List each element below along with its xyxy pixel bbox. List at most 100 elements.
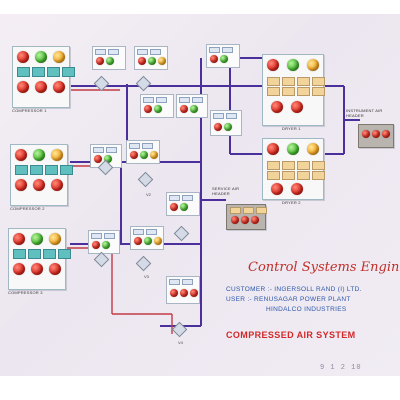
valve-label: V4	[178, 340, 183, 345]
red-lamp	[231, 216, 239, 224]
red-lamp	[241, 216, 249, 224]
valve-status-box	[92, 46, 126, 70]
amber-lamp	[307, 59, 319, 71]
compressor-3-panel	[8, 228, 71, 290]
user-line: USER :- RENUSAGAR POWER PLANT	[226, 296, 351, 303]
green-lamp	[102, 241, 110, 249]
date-stamp: 9 1 2 10	[320, 364, 362, 372]
instrument-air-status-box	[358, 124, 394, 148]
red-lamp	[190, 289, 198, 297]
compressor-3-label: COMPRESSOR 3	[8, 290, 43, 295]
valve-label: V2	[146, 192, 151, 197]
red-lamp	[138, 57, 146, 65]
valve-status-box	[176, 94, 208, 118]
red-lamp	[210, 55, 218, 63]
red-lamp	[144, 105, 152, 113]
amber-lamp	[307, 143, 319, 155]
dryer-2-panel	[262, 138, 325, 200]
service-air-header-label: SERVICE AIR HEADER	[212, 186, 240, 196]
mimic-panel: COMPRESSOR 1 COMPRESSOR 2 COMPRESSOR 3	[0, 14, 400, 376]
compressor-2-panel	[10, 144, 73, 206]
indicator-row	[267, 77, 325, 86]
green-lamp	[148, 57, 156, 65]
display-row	[13, 249, 71, 259]
red-lamp	[291, 183, 303, 195]
red-lamp	[362, 130, 370, 138]
green-lamp	[35, 51, 47, 63]
indicator-row	[230, 207, 267, 214]
red-lamp	[180, 105, 188, 113]
dryer-1-label: DRYER 1	[282, 126, 301, 131]
red-lamp	[96, 57, 104, 65]
amber-lamp	[53, 51, 65, 63]
valve-status-box	[140, 94, 174, 118]
instrument-air-header-label: INSTRUMENT AIR HEADER	[346, 108, 383, 118]
red-lamp	[214, 123, 222, 131]
red-lamp	[267, 59, 279, 71]
compressor-2-label: COMPRESSOR 2	[10, 206, 45, 211]
red-lamp	[170, 203, 178, 211]
red-lamp	[271, 183, 283, 195]
system-title: COMPRESSED AIR SYSTEM	[226, 330, 356, 340]
amber-lamp	[51, 149, 63, 161]
green-lamp	[31, 233, 43, 245]
customer-line: CUSTOMER :- INGERSOLL RAND (I) LTD.	[226, 286, 362, 293]
red-lamp	[33, 179, 45, 191]
green-lamp	[140, 151, 148, 159]
green-lamp	[104, 155, 112, 163]
red-lamp	[134, 237, 142, 245]
red-lamp	[35, 81, 47, 93]
amber-lamp	[154, 237, 162, 245]
green-lamp	[180, 203, 188, 211]
valve-status-box	[134, 46, 168, 70]
green-lamp	[220, 55, 228, 63]
red-lamp	[17, 81, 29, 93]
red-lamp	[13, 233, 25, 245]
valve-status-box	[210, 110, 242, 136]
display-row	[15, 165, 73, 175]
green-lamp	[287, 143, 299, 155]
red-lamp	[130, 151, 138, 159]
red-lamp	[180, 289, 188, 297]
dryer-1-panel	[262, 54, 325, 126]
red-lamp	[372, 130, 380, 138]
red-lamp	[17, 51, 29, 63]
compressor-1-label: COMPRESSOR 1	[12, 108, 47, 113]
red-lamp	[251, 216, 259, 224]
service-air-status-box	[226, 204, 267, 230]
valve-status-box	[166, 276, 200, 304]
valve-status-box	[88, 230, 120, 254]
green-lamp	[190, 105, 198, 113]
user-line-2: HINDALCO INDUSTRIES	[266, 306, 347, 313]
valve-status-box	[130, 226, 164, 250]
indicator-row	[267, 87, 325, 96]
green-lamp	[154, 105, 162, 113]
red-lamp	[267, 143, 279, 155]
red-lamp	[15, 149, 27, 161]
valve-label: V3	[144, 274, 149, 279]
indicator-row	[267, 171, 325, 180]
red-lamp	[382, 130, 390, 138]
display-row	[17, 67, 75, 77]
green-lamp	[33, 149, 45, 161]
red-lamp	[94, 155, 102, 163]
amber-lamp	[150, 151, 158, 159]
red-lamp	[31, 263, 43, 275]
amber-lamp	[158, 57, 166, 65]
amber-lamp	[49, 233, 61, 245]
brand-name: Control Systems Engineers	[248, 260, 400, 275]
red-lamp	[51, 179, 63, 191]
red-lamp	[13, 263, 25, 275]
red-lamp	[271, 101, 283, 113]
valve-status-box	[166, 192, 200, 216]
red-lamp	[53, 81, 65, 93]
green-lamp	[287, 59, 299, 71]
green-lamp	[144, 237, 152, 245]
dryer-2-label: DRYER 2	[282, 200, 301, 205]
red-lamp	[170, 289, 178, 297]
green-lamp	[224, 123, 232, 131]
red-lamp	[49, 263, 61, 275]
valve-status-box	[90, 144, 122, 168]
green-lamp	[106, 57, 114, 65]
compressor-1-panel	[12, 46, 75, 108]
